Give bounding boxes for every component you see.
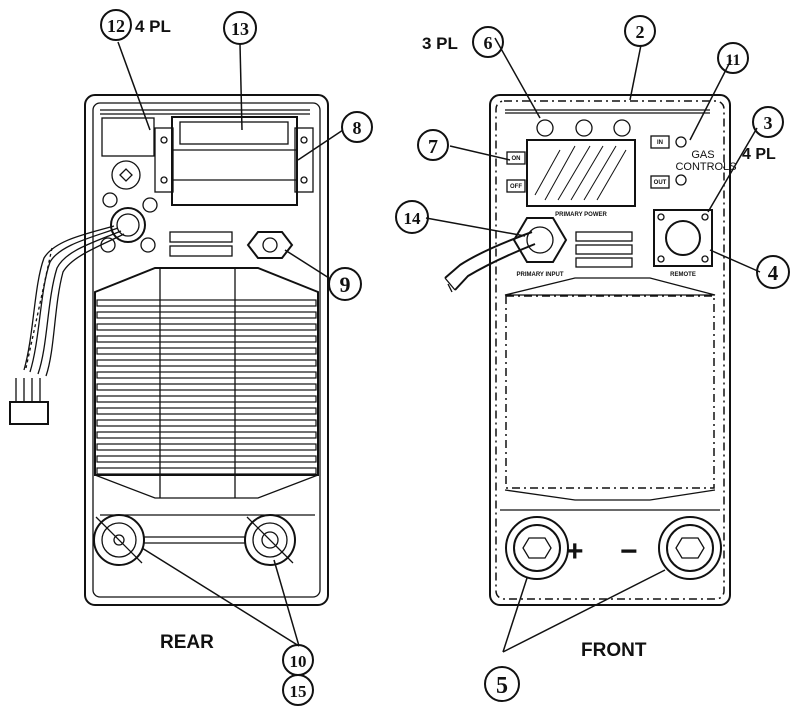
- front-lower-panel: [505, 295, 715, 489]
- controls-label: CONTROLS: [675, 161, 736, 173]
- callout-15: 15: [282, 674, 314, 706]
- gas-label: GAS: [691, 149, 714, 161]
- switch-on-label: ON: [512, 156, 521, 162]
- callout-6: 3 PL 6: [422, 26, 504, 58]
- front-view: ON OFF PRIMARY POWER IN OUT GAS CONTROLS…: [444, 94, 737, 661]
- svg-text:6: 6: [484, 33, 493, 53]
- rear-terminal-right: [244, 514, 296, 566]
- minus-sign: −: [620, 535, 638, 568]
- rear-hex-nut: [246, 231, 294, 259]
- rear-panel-outline: [84, 94, 329, 606]
- callout-3: 3 4 PL: [742, 106, 784, 163]
- rear-connector-plug: [9, 401, 49, 425]
- callout-8: 8: [341, 111, 373, 143]
- plus-sign: +: [566, 535, 584, 568]
- louver-slat: [96, 431, 317, 439]
- rear-transformer: [154, 116, 314, 206]
- front-output-terminal-negative: [658, 516, 722, 580]
- callout-6-qty: 3 PL: [422, 34, 458, 53]
- svg-text:12: 12: [107, 16, 125, 36]
- louver-slat: [96, 455, 317, 463]
- gas-out-label: OUT: [654, 180, 667, 186]
- callout-12-qty: 4 PL: [135, 17, 171, 36]
- callout-9: 9: [328, 267, 362, 301]
- remote-label: REMOTE: [670, 272, 696, 278]
- rear-cable-grommet: [110, 207, 146, 243]
- louver-slat: [96, 359, 317, 367]
- rear-view-title: REAR: [160, 632, 214, 653]
- front-view-title: FRONT: [581, 640, 647, 661]
- louver-slat: [96, 371, 317, 379]
- front-output-terminal-positive: [505, 516, 569, 580]
- callout-10: 10: [282, 644, 314, 676]
- svg-text:15: 15: [290, 682, 307, 701]
- louver-slat: [96, 347, 317, 355]
- remote-receptacle: REMOTE: [653, 209, 713, 278]
- front-hole-2: [575, 119, 593, 137]
- louver-slat: [96, 383, 317, 391]
- svg-text:10: 10: [290, 652, 307, 671]
- switch-off-label: OFF: [510, 184, 522, 190]
- callout-13: 13: [223, 11, 257, 45]
- rear-terminal-box: [101, 117, 155, 157]
- front-panel-outline: [489, 94, 731, 606]
- svg-text:9: 9: [340, 272, 351, 297]
- louver-slat: [96, 467, 317, 475]
- svg-text:8: 8: [353, 118, 362, 138]
- louver-slat: [96, 311, 317, 319]
- callout-12: 12 4 PL: [100, 9, 171, 41]
- front-hole-1: [536, 119, 554, 137]
- louver-slat: [96, 407, 317, 415]
- svg-text:3: 3: [764, 113, 773, 133]
- svg-text:5: 5: [496, 673, 508, 699]
- louver-slat: [96, 323, 317, 331]
- gas-controls: IN OUT GAS CONTROLS: [650, 135, 737, 189]
- rear-louver-grille: [94, 267, 319, 499]
- svg-text:13: 13: [231, 19, 249, 39]
- svg-text:14: 14: [404, 209, 422, 228]
- rear-wire-harness: [23, 225, 125, 377]
- callout-14: 14: [395, 200, 429, 234]
- svg-text:11: 11: [725, 52, 740, 69]
- louver-slat: [96, 299, 317, 307]
- callout-2: 2: [624, 15, 656, 47]
- louver-slat: [96, 419, 317, 427]
- rear-view: REAR: [9, 94, 329, 653]
- svg-text:4: 4: [768, 261, 779, 285]
- rear-knob: [111, 160, 141, 190]
- callout-11: 11: [717, 42, 749, 74]
- leader-lines: [117, 37, 761, 653]
- callout-3-qty: 4 PL: [742, 146, 776, 163]
- callout-5: 5: [484, 666, 520, 702]
- rear-terminal-left: [93, 514, 145, 566]
- callout-7: 7: [417, 129, 449, 161]
- callout-4: 4: [756, 255, 790, 289]
- power-switch: ON OFF PRIMARY POWER: [506, 139, 636, 218]
- gas-in-label: IN: [657, 140, 663, 146]
- primary-input-cord: PRIMARY INPUT: [444, 217, 568, 293]
- primary-power-label: PRIMARY POWER: [555, 212, 607, 218]
- svg-text:2: 2: [636, 22, 645, 42]
- louver-slat: [96, 335, 317, 343]
- svg-text:7: 7: [428, 136, 438, 158]
- primary-input-label: PRIMARY INPUT: [516, 272, 563, 278]
- rear-panel-inner: [92, 102, 321, 598]
- louver-slat: [96, 443, 317, 451]
- front-hole-3: [613, 119, 631, 137]
- louver-slat: [96, 395, 317, 403]
